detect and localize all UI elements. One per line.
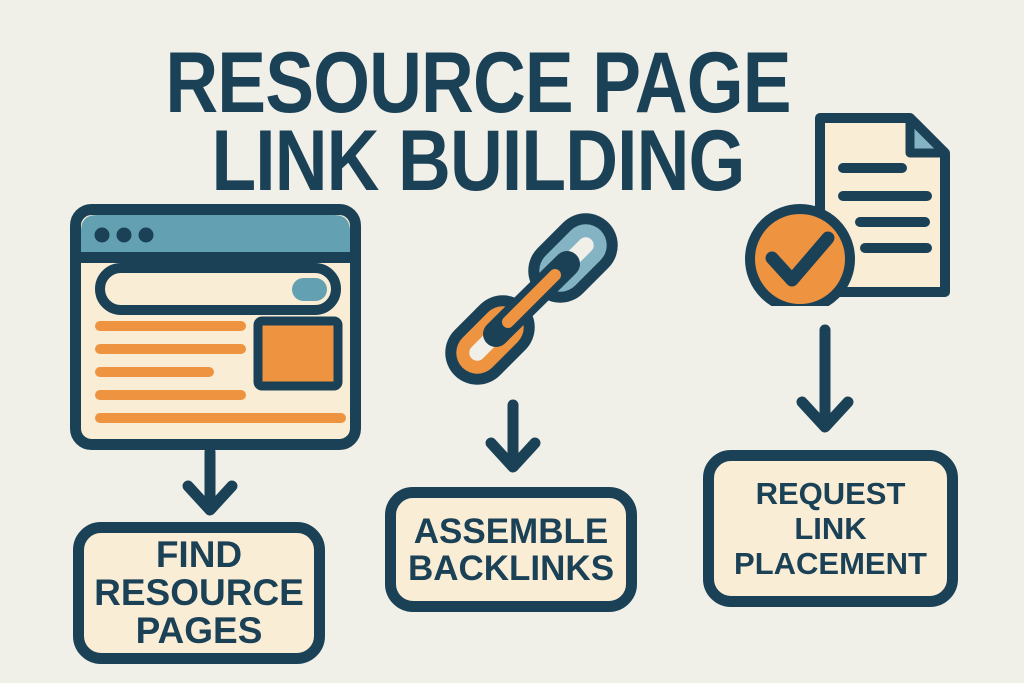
document-text-lines bbox=[838, 163, 932, 253]
arrow-down-icon bbox=[182, 446, 238, 516]
arrow-down-icon bbox=[485, 399, 541, 473]
chain-connector-bar bbox=[502, 269, 561, 328]
step-label-request-link-placement: REQUEST LINK PLACEMENT bbox=[703, 450, 958, 607]
document-check-icon bbox=[745, 113, 950, 306]
browser-window-icon bbox=[70, 204, 361, 450]
step-label-assemble-backlinks: ASSEMBLE BACKLINKS bbox=[385, 487, 637, 612]
check-circle bbox=[745, 204, 855, 306]
browser-titlebar bbox=[81, 215, 350, 257]
document-folded-corner bbox=[905, 113, 950, 158]
page-title: RESOURCE PAGE LINK BUILDING bbox=[72, 35, 885, 209]
arrow-down-icon bbox=[796, 324, 854, 433]
page-text-lines bbox=[95, 321, 346, 423]
browser-window-dots-icon bbox=[94, 227, 154, 243]
title-line-1: RESOURCE PAGE bbox=[165, 35, 791, 131]
search-bar bbox=[95, 263, 341, 315]
chain-link-icon bbox=[445, 213, 618, 385]
checkmark-icon bbox=[765, 231, 835, 287]
page-image-block bbox=[253, 316, 343, 391]
search-bar-button bbox=[292, 278, 327, 301]
title-line-2: LINK BUILDING bbox=[211, 113, 745, 209]
step-label-find-resource-pages: FIND RESOURCE PAGES bbox=[73, 522, 325, 664]
